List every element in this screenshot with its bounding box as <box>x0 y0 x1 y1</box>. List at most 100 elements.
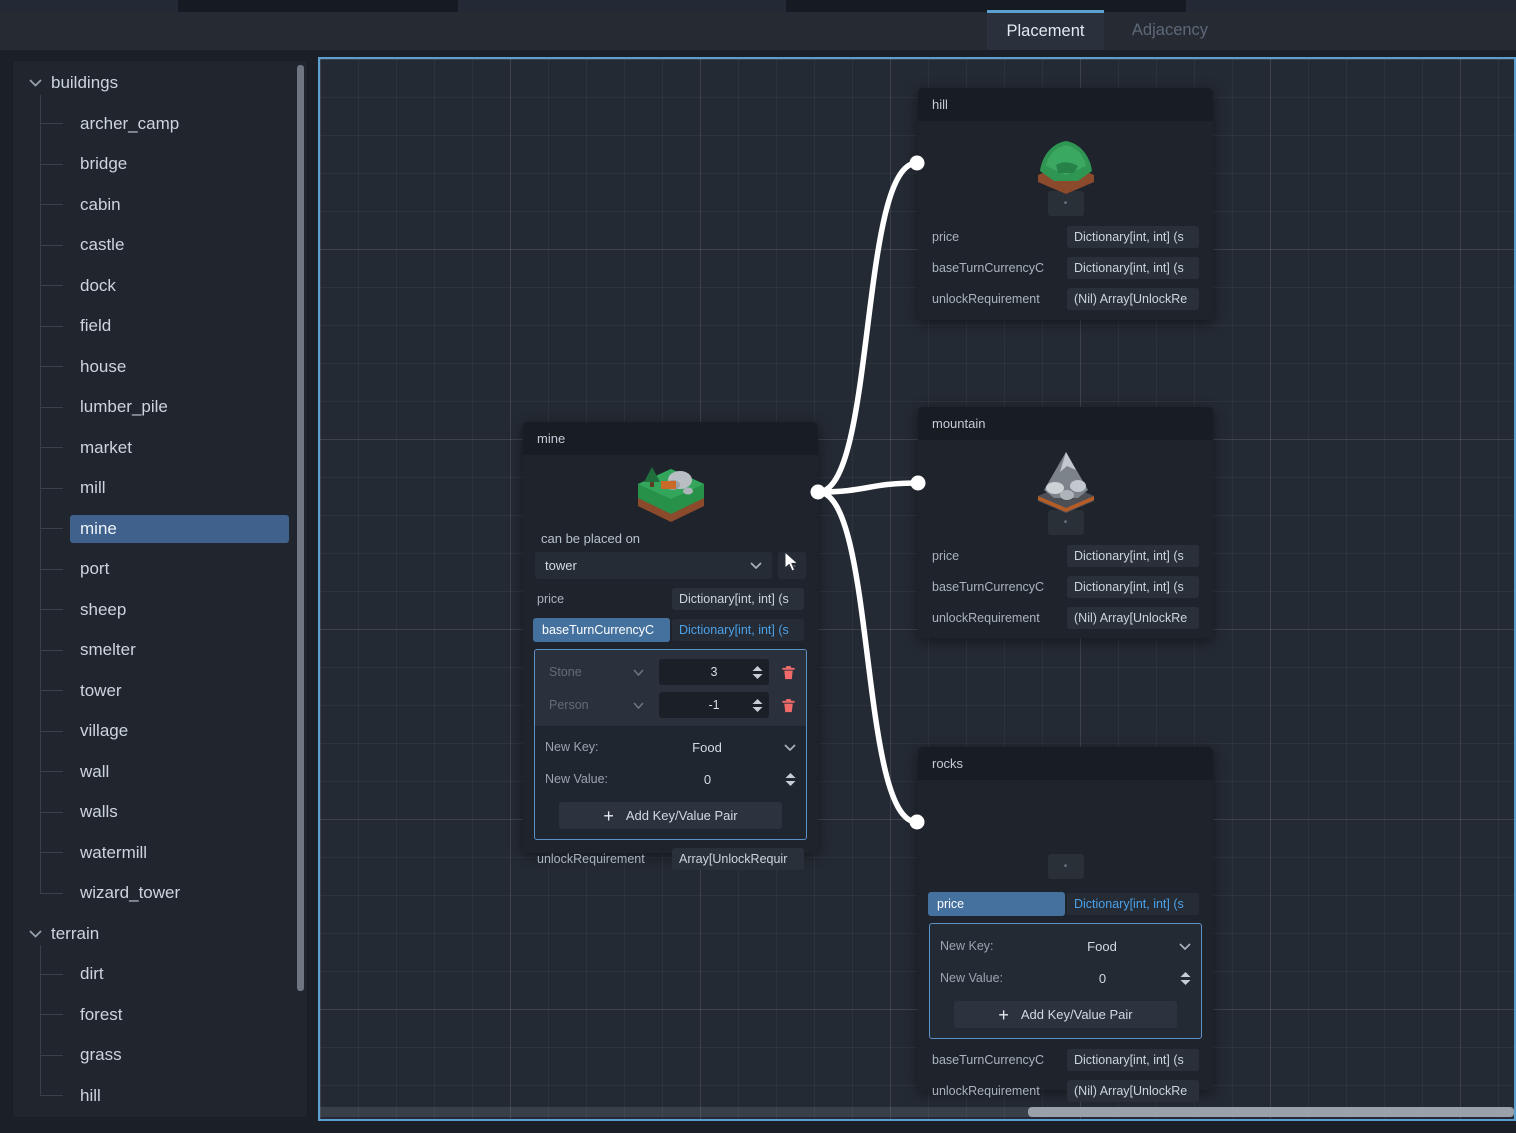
new-key-dropdown[interactable]: Food <box>1087 938 1117 954</box>
entry-value-spinner[interactable]: 3 <box>659 659 769 685</box>
sidebar-item-port[interactable]: port <box>13 549 307 590</box>
node-mine-titlebar[interactable]: mine <box>523 422 818 455</box>
entry-value-spinner[interactable]: -1 <box>659 692 769 718</box>
sidebar-scrollbar[interactable] <box>297 65 304 991</box>
tree-line <box>40 163 63 165</box>
sidebar-item-dock[interactable]: dock <box>13 266 307 307</box>
node-mountain-title: mountain <box>932 416 986 431</box>
section-label: buildings <box>51 73 119 93</box>
expand-image-button[interactable]: • <box>1047 854 1084 879</box>
sidebar-item-wizard_tower[interactable]: wizard_tower <box>13 873 307 914</box>
graph-node-hill[interactable]: hill • price Dictionary[int, int] (s bas… <box>918 88 1213 320</box>
base-turn-value[interactable]: Dictionary[int, int] (s <box>672 619 804 641</box>
sidebar-item-field[interactable]: field <box>13 306 307 347</box>
unlock-value[interactable]: (Nil) Array[UnlockRe <box>1067 607 1199 629</box>
new-value-spinner[interactable]: 0 <box>703 771 712 787</box>
sidebar-item-grass[interactable]: grass <box>13 1035 307 1076</box>
unlock-value[interactable]: Array[UnlockRequir <box>672 848 804 870</box>
entry-key-label: Person <box>549 698 589 712</box>
connection-wires <box>810 155 926 830</box>
expand-image-button[interactable]: • <box>1047 191 1084 216</box>
new-key-dropdown[interactable]: Food <box>692 739 722 755</box>
spinner-updown-icon[interactable] <box>752 665 763 679</box>
spinner-updown-icon[interactable] <box>1180 971 1191 985</box>
base-turn-value[interactable]: Dictionary[int, int] (s <box>1067 257 1199 279</box>
node-mountain-titlebar[interactable]: mountain <box>918 407 1213 440</box>
sidebar-item-tower[interactable]: tower <box>13 671 307 712</box>
graph-node-mountain[interactable]: mountain • price Dictionary[int, int] (s <box>918 407 1213 638</box>
entry-key-dropdown[interactable]: Stone <box>541 659 652 685</box>
price-value[interactable]: Dictionary[int, int] (s <box>672 588 804 610</box>
spinner-updown-icon[interactable] <box>785 772 796 786</box>
sidebar-item-smelter[interactable]: smelter <box>13 630 307 671</box>
sidebar-item-village[interactable]: village <box>13 711 307 752</box>
sidebar-item-bridge[interactable]: bridge <box>13 144 307 185</box>
sidebar-section-buildings[interactable]: buildings <box>13 63 307 104</box>
tree-line <box>40 690 63 692</box>
base-turn-value[interactable]: Dictionary[int, int] (s <box>1067 1049 1199 1071</box>
unlock-value[interactable]: (Nil) Array[UnlockRe <box>1067 288 1199 310</box>
sidebar-item-cabin[interactable]: cabin <box>13 185 307 226</box>
chevron-down-icon <box>29 79 42 88</box>
sidebar-item-market[interactable]: market <box>13 428 307 469</box>
base-turn-label[interactable]: baseTurnCurrencyC <box>533 618 670 642</box>
new-key-label: New Key: <box>545 740 599 754</box>
expand-image-button[interactable]: • <box>1047 510 1084 535</box>
sidebar-item-house[interactable]: house <box>13 347 307 388</box>
tree-line <box>40 285 63 287</box>
hill-tile-icon <box>918 135 1213 195</box>
delete-entry-button[interactable] <box>776 693 800 717</box>
spinner-updown-icon[interactable] <box>752 698 763 712</box>
sidebar-item-label: walls <box>80 802 118 822</box>
sidebar-item-lumber_pile[interactable]: lumber_pile <box>13 387 307 428</box>
dictionary-entries: Stone 3 Pe <box>535 650 806 726</box>
tab-adjacency[interactable]: Adjacency <box>1104 10 1236 50</box>
sidebar-item-label: bridge <box>80 154 128 174</box>
graph-hscrollbar-thumb[interactable] <box>1028 1107 1514 1117</box>
tree-line <box>40 1095 63 1097</box>
sidebar-item-castle[interactable]: castle <box>13 225 307 266</box>
chevron-down-icon[interactable] <box>784 743 796 751</box>
price-value[interactable]: Dictionary[int, int] (s <box>1067 545 1199 567</box>
node-hill-titlebar[interactable]: hill <box>918 88 1213 121</box>
sidebar-item-wall[interactable]: wall <box>13 752 307 793</box>
delete-entry-button[interactable] <box>776 660 800 684</box>
chevron-down-icon <box>750 562 762 569</box>
price-value[interactable]: Dictionary[int, int] (s <box>1067 226 1199 248</box>
chevron-down-icon[interactable] <box>1179 942 1191 950</box>
price-label[interactable]: price <box>928 892 1065 916</box>
tab-placement-label: Placement <box>1006 22 1085 40</box>
chevron-down-icon <box>29 930 42 938</box>
sidebar-item-forest[interactable]: forest <box>13 995 307 1036</box>
tree-line <box>40 1054 63 1056</box>
sidebar-item-label: grass <box>80 1045 122 1065</box>
sidebar-item-archer_camp[interactable]: archer_camp <box>13 104 307 145</box>
sidebar-item-hill[interactable]: hill <box>13 1076 307 1117</box>
unlock-value[interactable]: (Nil) Array[UnlockRe <box>1067 1080 1199 1102</box>
base-turn-value[interactable]: Dictionary[int, int] (s <box>1067 576 1199 598</box>
add-key-value-button[interactable]: + Add Key/Value Pair <box>559 802 782 829</box>
sidebar-item-dirt[interactable]: dirt <box>13 954 307 995</box>
graph-node-mine[interactable]: mine can be placed on tower <box>523 422 818 870</box>
sidebar-item-mine[interactable]: mine <box>13 509 307 550</box>
node-rocks-titlebar[interactable]: rocks <box>918 747 1213 780</box>
tab-placement[interactable]: Placement <box>987 10 1104 50</box>
mode-tab-bar: Placement Adjacency <box>0 10 1516 50</box>
tree-line <box>40 325 63 327</box>
sidebar-item-watermill[interactable]: watermill <box>13 833 307 874</box>
sidebar-item-label: wizard_tower <box>80 883 181 903</box>
sidebar-item-sheep[interactable]: sheep <box>13 590 307 631</box>
price-value[interactable]: Dictionary[int, int] (s <box>1067 893 1199 915</box>
graph-canvas[interactable]: mine can be placed on tower <box>318 57 1516 1121</box>
add-key-value-button[interactable]: + Add Key/Value Pair <box>954 1001 1177 1028</box>
new-value-spinner[interactable]: 0 <box>1098 970 1107 986</box>
graph-node-rocks[interactable]: rocks • price Dictionary[int, int] (s Ne… <box>918 747 1213 1102</box>
sidebar-section-terrain[interactable]: terrain <box>13 914 307 955</box>
placed-on-dropdown[interactable]: tower <box>535 552 772 579</box>
sidebar-item-mill[interactable]: mill <box>13 468 307 509</box>
sidebar-item-label: smelter <box>80 640 136 660</box>
sidebar-item-walls[interactable]: walls <box>13 792 307 833</box>
graph-hscrollbar-track[interactable] <box>320 1107 1514 1117</box>
entry-key-dropdown[interactable]: Person <box>541 692 652 718</box>
